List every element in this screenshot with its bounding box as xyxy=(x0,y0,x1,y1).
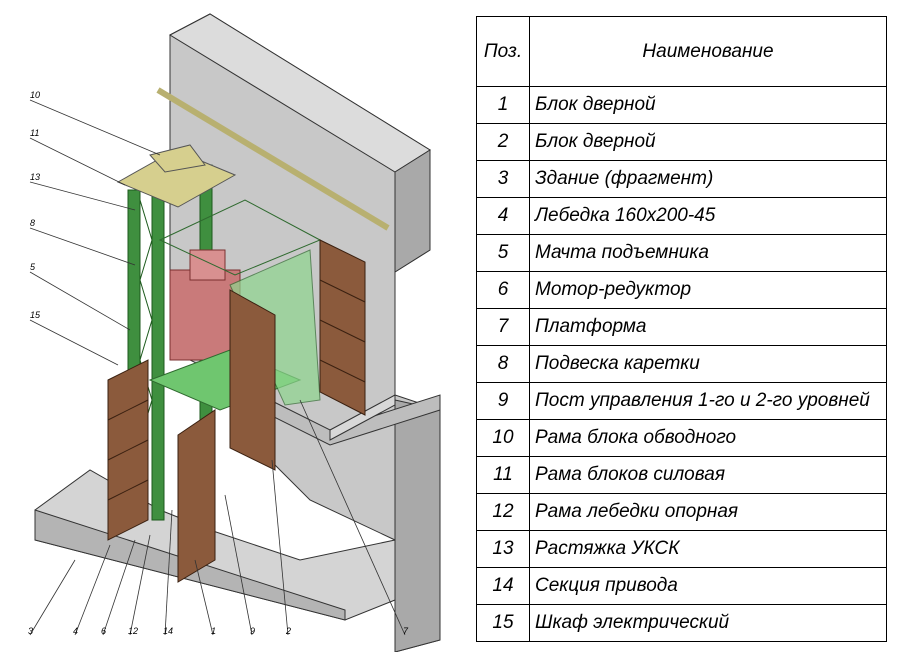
door-block xyxy=(107,239,366,583)
row-pos: 8 xyxy=(476,345,530,383)
column-header-name: Наименование xyxy=(529,16,887,87)
callout-label: 3 xyxy=(28,626,33,636)
row-pos: 12 xyxy=(476,493,530,531)
callout-label: 8 xyxy=(30,218,35,228)
callout-label: 11 xyxy=(30,128,39,138)
lift-assembly-drawing: 10 11 13 8 5 15 3 4 6 12 14 1 9 2 7 xyxy=(28,13,441,652)
callout-label: 5 xyxy=(30,262,36,272)
callout-group xyxy=(29,99,406,636)
row-name: Шкаф электрический xyxy=(529,604,887,642)
callout-label: 14 xyxy=(163,626,173,636)
row-pos: 10 xyxy=(476,419,530,457)
row-name: Мачта подъемника xyxy=(529,234,887,272)
row-pos: 7 xyxy=(476,308,530,346)
callout-label: 12 xyxy=(128,626,138,636)
row-pos: 6 xyxy=(476,271,530,309)
row-pos: 15 xyxy=(476,604,530,642)
row-pos: 2 xyxy=(476,123,530,161)
row-name: Рама блоков силовая xyxy=(529,456,887,494)
table-header-row: Поз. Наименование xyxy=(476,16,887,87)
callout-label: 2 xyxy=(285,626,291,636)
callout-label: 10 xyxy=(30,90,40,100)
row-pos: 9 xyxy=(476,382,530,420)
row-name: Мотор-редуктор xyxy=(529,271,887,309)
row-pos: 4 xyxy=(476,197,530,235)
row-name: Блок дверной xyxy=(529,86,887,124)
callout-label: 7 xyxy=(403,626,409,636)
row-pos: 1 xyxy=(476,86,530,124)
callout-label: 6 xyxy=(101,626,106,636)
row-pos: 14 xyxy=(476,567,530,605)
row-name: Лебедка 160х200-45 xyxy=(529,197,887,235)
power-frame xyxy=(116,144,237,208)
column-header-pos: Поз. xyxy=(476,16,530,87)
guide-rail xyxy=(156,87,390,231)
row-pos: 3 xyxy=(476,160,530,198)
callout-labels: 10 11 13 8 5 15 3 4 6 12 14 1 9 2 7 xyxy=(28,90,409,636)
callout-label: 1 xyxy=(211,626,216,636)
row-pos: 13 xyxy=(476,530,530,568)
row-pos: 5 xyxy=(476,234,530,272)
callout-label: 15 xyxy=(30,310,41,320)
row-name: Платформа xyxy=(529,308,887,346)
carriage xyxy=(169,249,241,361)
callout-label: 9 xyxy=(250,626,255,636)
callout-label: 13 xyxy=(30,172,40,182)
row-name: Рама лебедки опорная xyxy=(529,493,887,531)
row-name: Здание (фрагмент) xyxy=(529,160,887,198)
row-name: Растяжка УКСК xyxy=(529,530,887,568)
row-name: Секция привода xyxy=(529,567,887,605)
row-name: Подвеска каретки xyxy=(529,345,887,383)
row-name: Блок дверной xyxy=(529,123,887,161)
callout-label: 4 xyxy=(73,626,78,636)
row-pos: 11 xyxy=(476,456,530,494)
row-name: Рама блока обводного xyxy=(529,419,887,457)
row-name: Пост управления 1-го и 2-го уровней xyxy=(529,382,887,420)
